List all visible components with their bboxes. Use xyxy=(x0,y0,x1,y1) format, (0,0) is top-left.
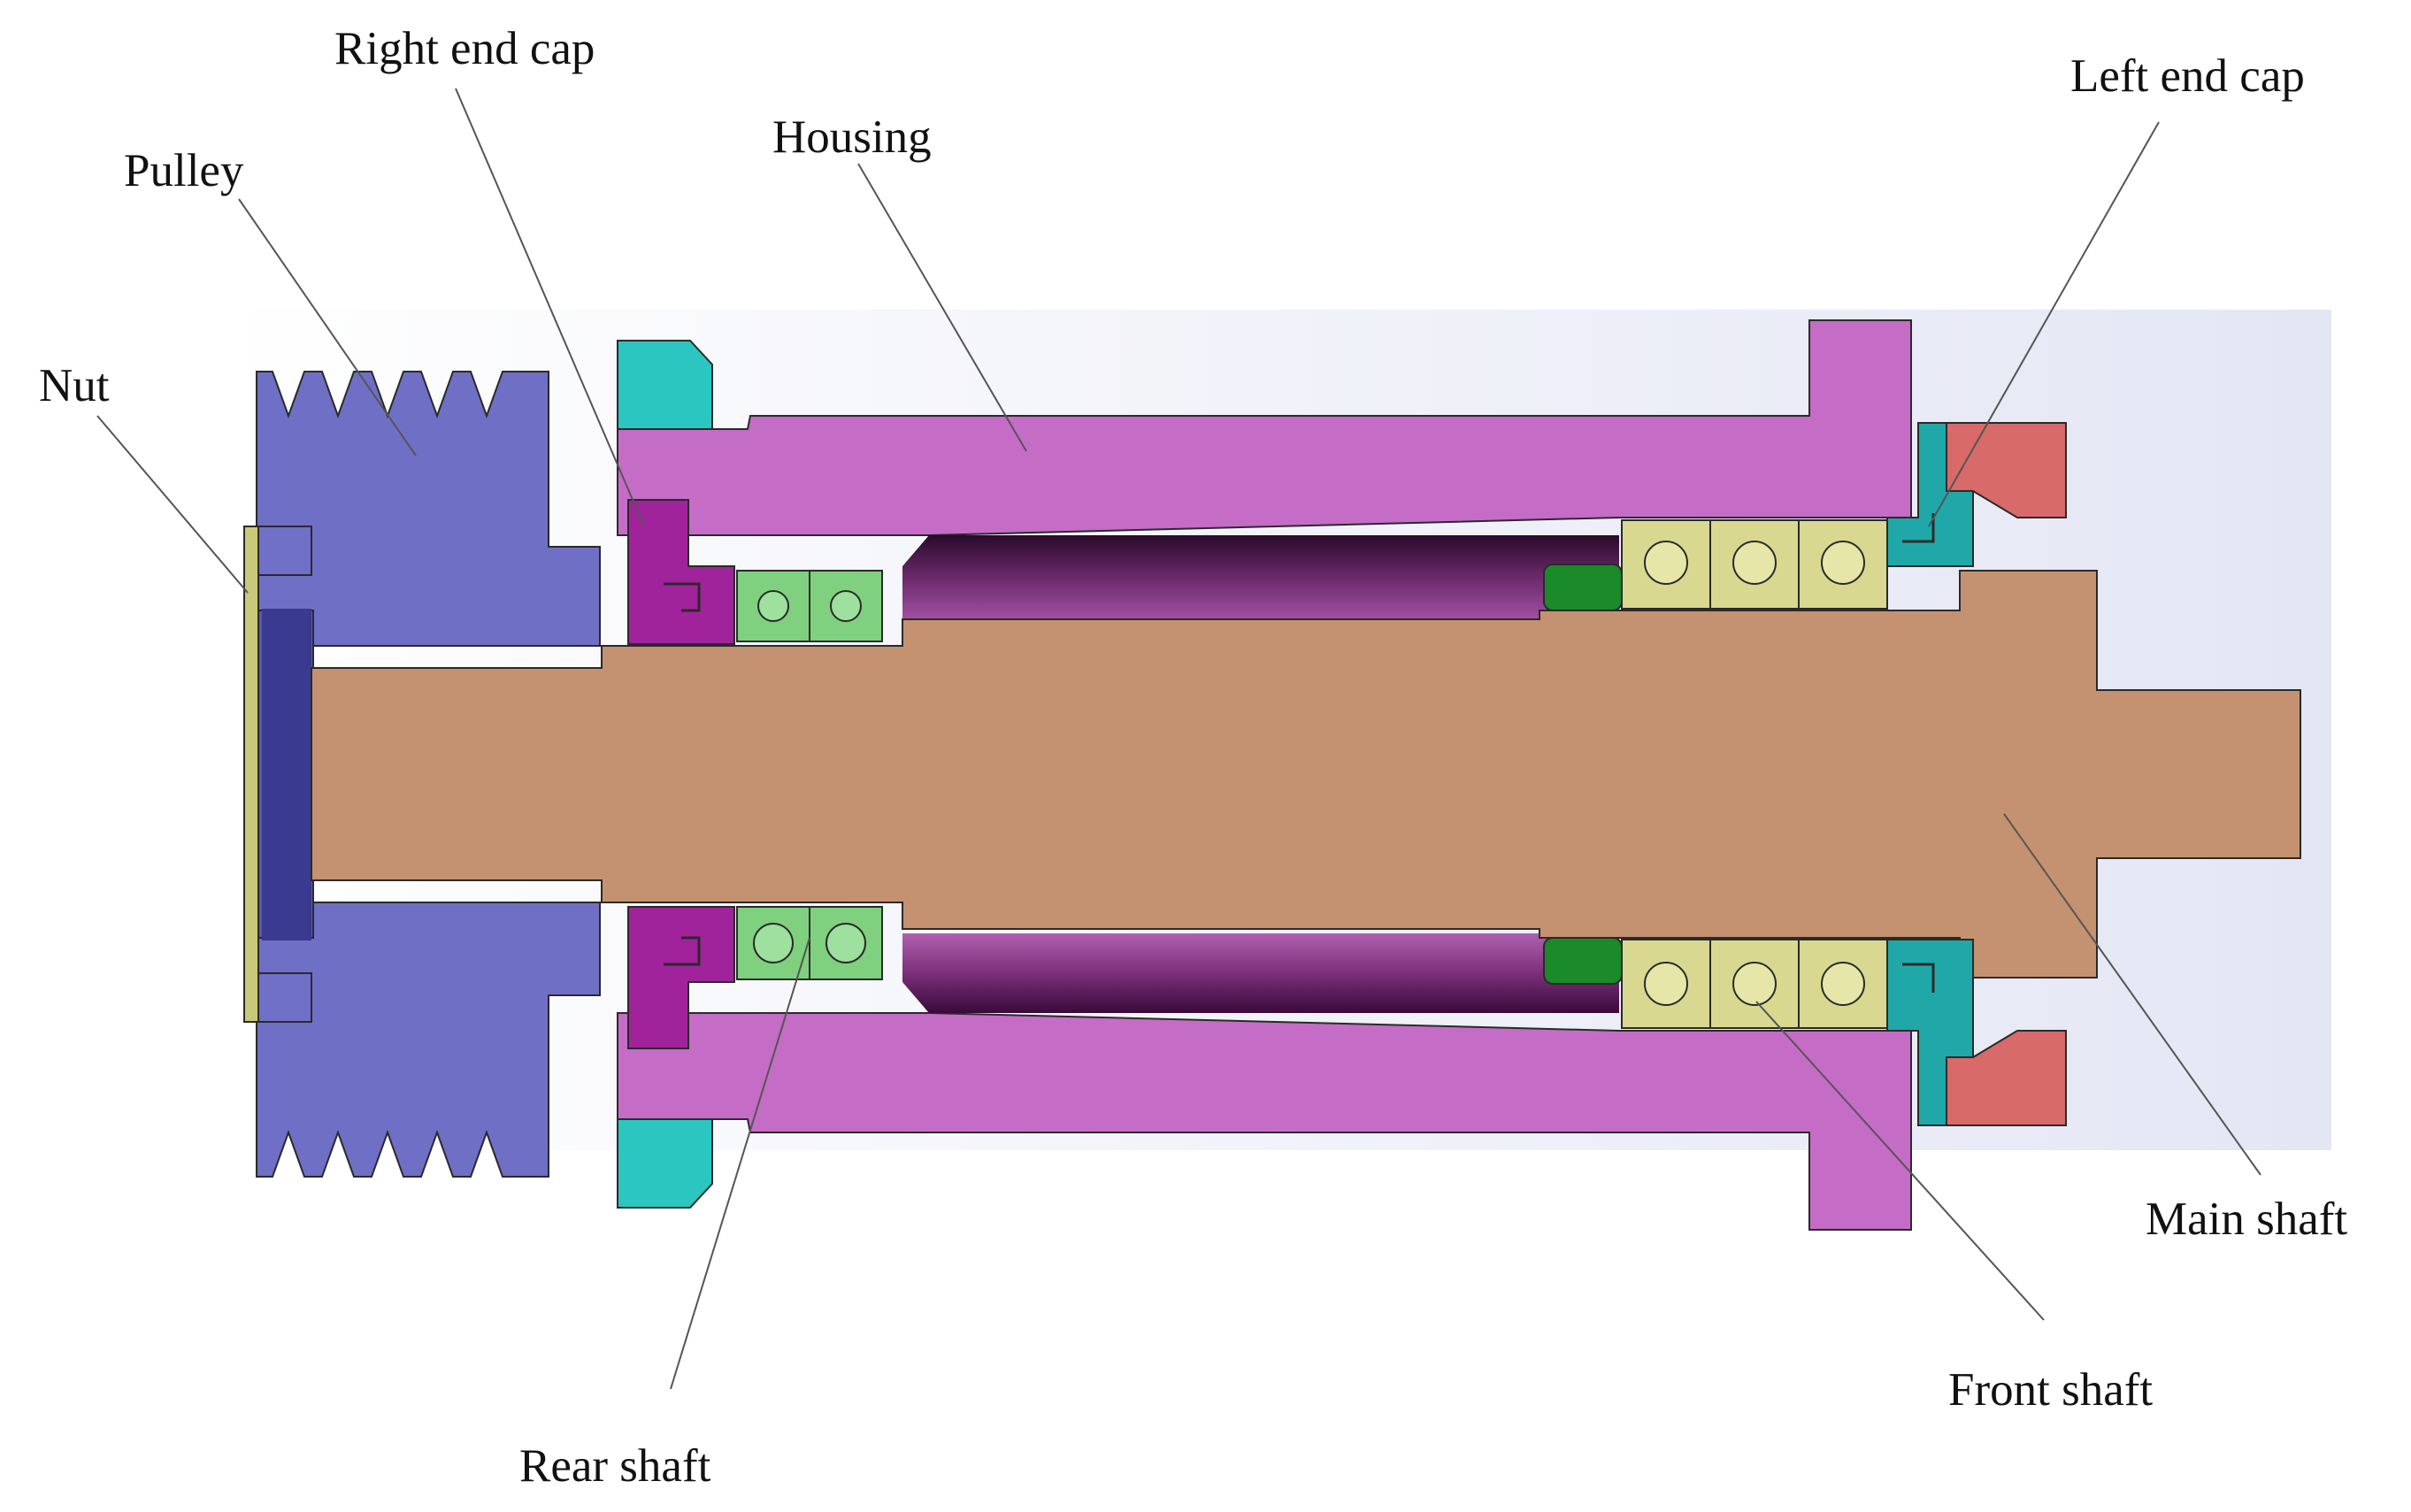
label-left-end-cap: Left end cap xyxy=(2070,50,2305,102)
front-bearing-ball xyxy=(1821,541,1865,585)
left-block-bottom xyxy=(1946,1030,2067,1126)
spacer-bottom xyxy=(1543,937,1623,985)
front-bearing-ball xyxy=(1821,962,1865,1006)
housing-top xyxy=(617,319,1912,536)
leader-front-shaft xyxy=(1755,1001,2045,1321)
left-block-top xyxy=(1946,422,2067,518)
right-end-cap-top xyxy=(627,499,735,645)
rear-bearing-ball xyxy=(753,923,794,963)
housing-bore-top xyxy=(902,535,1619,619)
left-end-cap-seal-bottom xyxy=(1902,963,1935,993)
rear-bearing-ball xyxy=(825,923,866,963)
label-pulley: Pulley xyxy=(124,145,244,196)
label-right-end-cap: Right end cap xyxy=(334,23,595,74)
nut-top-tab xyxy=(257,526,312,576)
label-housing: Housing xyxy=(772,111,932,163)
front-bearing-ball xyxy=(1732,962,1777,1006)
leader-nut xyxy=(96,415,249,594)
leader-lines xyxy=(96,88,2261,1390)
label-rear-shaft: Rear shaft xyxy=(519,1440,711,1492)
mount-flange-top xyxy=(617,340,713,430)
rear-bearing-ball xyxy=(757,590,789,622)
nut-washer xyxy=(243,526,259,1023)
nut xyxy=(243,526,312,1023)
nut-bottom-tab xyxy=(257,972,312,1023)
label-front-shaft: Front shaft xyxy=(1948,1364,2153,1416)
leader-pulley xyxy=(238,198,417,457)
main-shaft xyxy=(311,570,2301,979)
pulley-bottom xyxy=(256,902,601,1178)
leader-main-shaft xyxy=(2003,813,2261,1176)
rear-shaft-bearing xyxy=(736,570,883,980)
spacer-top xyxy=(1543,564,1623,611)
right-end-cap-seal-top xyxy=(664,582,701,612)
front-shaft-bearing xyxy=(1621,519,1888,1029)
right-end-cap xyxy=(627,499,735,1049)
right-end-cap-bottom xyxy=(627,906,735,1049)
leader-rear-shaft xyxy=(670,937,810,1390)
left-end-cap xyxy=(1886,422,1974,1126)
housing-bore-bottom xyxy=(902,933,1619,1013)
rear-bearing-ball xyxy=(830,590,862,622)
rear-bearing-top-2 xyxy=(809,570,883,642)
mount-flange-bottom xyxy=(617,1118,713,1209)
nut-body xyxy=(262,609,311,940)
leader-right-end-cap xyxy=(455,88,645,527)
leader-housing xyxy=(857,163,1027,452)
right-end-cap-seal-bottom xyxy=(664,936,701,966)
front-bearing-ball xyxy=(1732,541,1777,585)
housing-bottom xyxy=(617,1012,1912,1231)
front-bearing-ball xyxy=(1644,962,1688,1006)
housing xyxy=(617,319,1912,1231)
left-end-cap-seal-top xyxy=(1902,513,1935,543)
leader-left-end-cap xyxy=(1928,121,2160,527)
front-bearing-ball xyxy=(1644,541,1688,585)
mount-flange xyxy=(617,340,713,1209)
labels: Right end cap Housing Pulley Nut Left en… xyxy=(39,23,2347,1492)
pulley-top xyxy=(256,371,601,647)
label-nut: Nut xyxy=(39,360,110,411)
label-main-shaft: Main shaft xyxy=(2146,1193,2347,1245)
